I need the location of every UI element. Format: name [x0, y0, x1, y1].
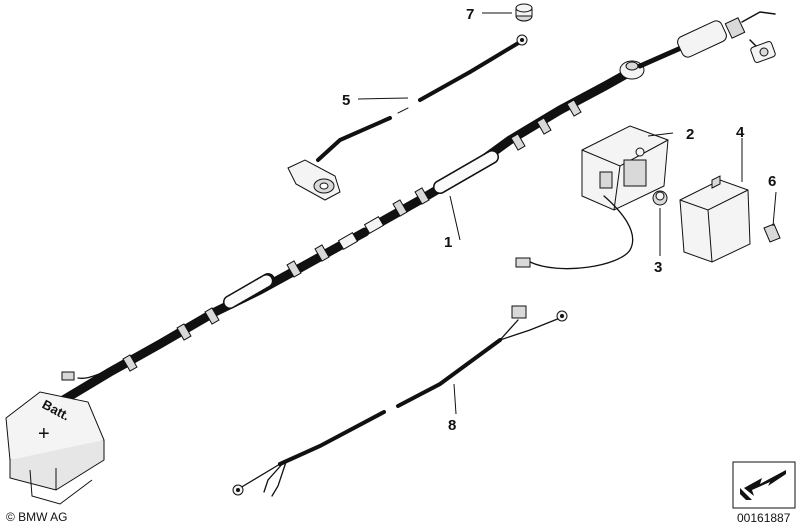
small-clip[interactable]	[763, 223, 781, 243]
box-cover[interactable]	[679, 175, 751, 263]
main-battery-cable[interactable]	[55, 11, 776, 407]
callout-8: 8	[448, 417, 456, 434]
leader-lines	[357, 12, 777, 415]
callout-6: 6	[768, 173, 776, 190]
callout-3: 3	[654, 259, 662, 276]
wire-harness[interactable]	[232, 305, 568, 497]
battery-clamp	[287, 159, 341, 201]
callout-7: 7	[466, 6, 474, 23]
cap-nut[interactable]	[652, 190, 668, 206]
callout-5: 5	[342, 92, 350, 109]
corrugated-sleeve-lower	[223, 273, 275, 309]
starter-terminal	[677, 11, 776, 63]
ground-cable[interactable]	[287, 34, 528, 201]
diagram-number: 00161887	[737, 511, 791, 525]
nut[interactable]	[515, 3, 533, 22]
callout-1: 1	[444, 234, 452, 251]
battery-plus-sign: +	[38, 423, 50, 445]
callout-4: 4	[736, 124, 745, 141]
battery-terminal-cover: Batt. +	[5, 391, 105, 505]
corrugated-sleeve-upper	[433, 150, 499, 194]
copyright-text: © BMW AG	[6, 510, 68, 524]
distribution-box[interactable]	[515, 125, 669, 270]
callout-2: 2	[686, 126, 694, 143]
arrow-return-icon[interactable]	[732, 461, 796, 509]
